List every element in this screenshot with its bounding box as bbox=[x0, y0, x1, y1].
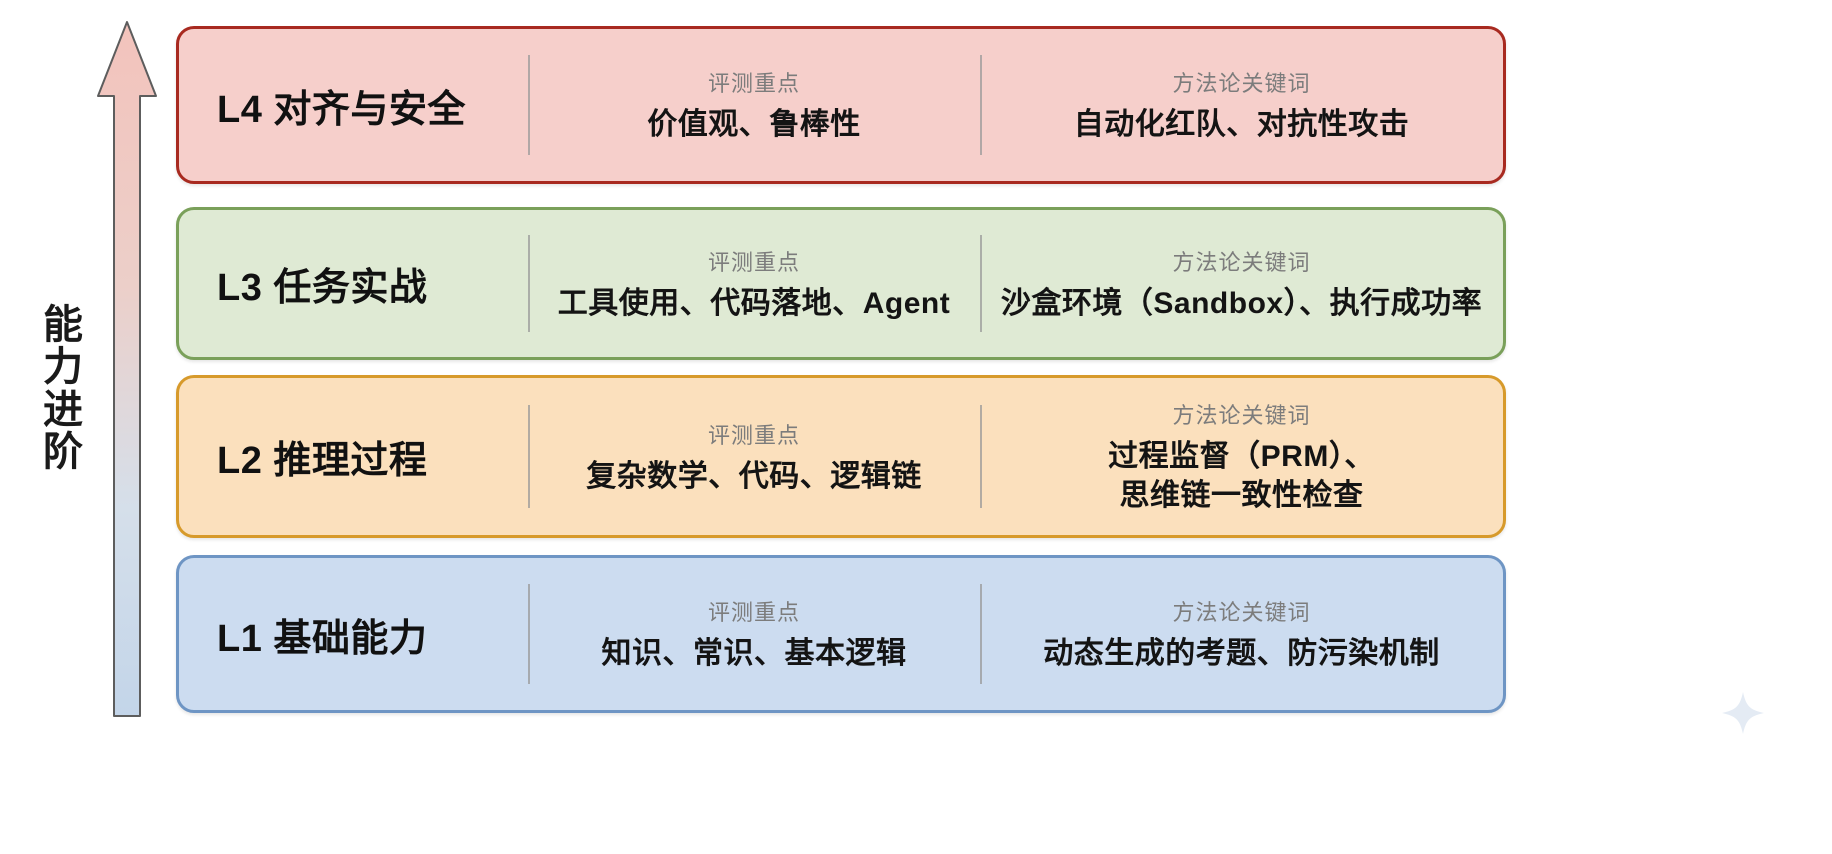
level-card-l3[interactable]: L3 任务实战 评测重点 工具使用、代码落地、Agent 方法论关键词 沙盒环境… bbox=[176, 207, 1506, 360]
level-title-l3: L3 任务实战 bbox=[217, 267, 428, 309]
level-stack: L4 对齐与安全 评测重点 价值观、鲁棒性 方法论关键词 自动化红队、对抗性攻击… bbox=[176, 26, 1506, 716]
focus-label-l1: 评测重点 bbox=[707, 600, 800, 625]
axis-label-char-1: 能 bbox=[43, 303, 83, 347]
level-card-l4[interactable]: L4 对齐与安全 评测重点 价值观、鲁棒性 方法论关键词 自动化红队、对抗性攻击 bbox=[176, 26, 1506, 184]
level-card-l2[interactable]: L2 推理过程 评测重点 复杂数学、代码、逻辑链 方法论关键词 过程监督（PRM… bbox=[176, 375, 1506, 538]
focus-value-l2: 复杂数学、代码、逻辑链 bbox=[586, 459, 922, 493]
method-value-l4: 自动化红队、对抗性攻击 bbox=[1073, 108, 1410, 141]
level-method-cell-l1: 方法论关键词 动态生成的考题、防污染机制 bbox=[980, 558, 1503, 710]
level-title-cell-l2: L2 推理过程 bbox=[179, 378, 528, 535]
method-value-l1: 动态生成的考题、防污染机制 bbox=[1043, 637, 1440, 670]
level-focus-cell-l4: 评测重点 价值观、鲁棒性 bbox=[528, 29, 980, 181]
method-label-l1: 方法论关键词 bbox=[1172, 600, 1311, 625]
focus-label-l4: 评测重点 bbox=[707, 71, 800, 96]
level-focus-cell-l3: 评测重点 工具使用、代码落地、Agent bbox=[528, 210, 980, 357]
capability-axis: 能 力 进 阶 bbox=[28, 8, 188, 718]
level-title-l2: L2 推理过程 bbox=[217, 440, 428, 482]
focus-value-l4: 价值观、鲁棒性 bbox=[647, 108, 861, 141]
method-value-l3: 沙盒环境（Sandbox）、执行成功率 bbox=[1000, 286, 1483, 320]
level-focus-cell-l1: 评测重点 知识、常识、基本逻辑 bbox=[528, 558, 980, 710]
focus-value-l1: 知识、常识、基本逻辑 bbox=[601, 637, 907, 670]
method-label-l2: 方法论关键词 bbox=[1172, 403, 1311, 428]
level-title-cell-l3: L3 任务实战 bbox=[179, 210, 528, 357]
axis-label-char-2: 力 bbox=[43, 345, 83, 390]
axis-label-char-4: 阶 bbox=[43, 430, 83, 475]
level-method-cell-l4: 方法论关键词 自动化红队、对抗性攻击 bbox=[980, 29, 1503, 181]
sparkle-icon bbox=[1722, 692, 1764, 734]
focus-label-l2: 评测重点 bbox=[707, 422, 800, 448]
focus-value-l3: 工具使用、代码落地、Agent bbox=[557, 286, 951, 320]
method-label-l3: 方法论关键词 bbox=[1172, 249, 1311, 275]
level-title-cell-l1: L1 基础能力 bbox=[179, 558, 528, 710]
method-value-l2: 过程监督（PRM）、 思维链一致性检查 bbox=[1108, 440, 1375, 512]
up-arrow-icon bbox=[97, 21, 157, 717]
level-card-l1[interactable]: L1 基础能力 评测重点 知识、常识、基本逻辑 方法论关键词 动态生成的考题、防… bbox=[176, 555, 1506, 713]
method-label-l4: 方法论关键词 bbox=[1172, 71, 1311, 96]
level-focus-cell-l2: 评测重点 复杂数学、代码、逻辑链 bbox=[528, 378, 980, 535]
level-method-cell-l3: 方法论关键词 沙盒环境（Sandbox）、执行成功率 bbox=[980, 210, 1503, 357]
level-title-l4: L4 对齐与安全 bbox=[217, 88, 466, 131]
level-title-l1: L1 基础能力 bbox=[217, 617, 428, 660]
axis-label-char-3: 进 bbox=[43, 387, 83, 432]
level-title-cell-l4: L4 对齐与安全 bbox=[179, 29, 528, 181]
axis-label: 能 力 进 阶 bbox=[36, 304, 90, 474]
focus-label-l3: 评测重点 bbox=[707, 249, 800, 275]
level-method-cell-l2: 方法论关键词 过程监督（PRM）、 思维链一致性检查 bbox=[980, 378, 1503, 535]
